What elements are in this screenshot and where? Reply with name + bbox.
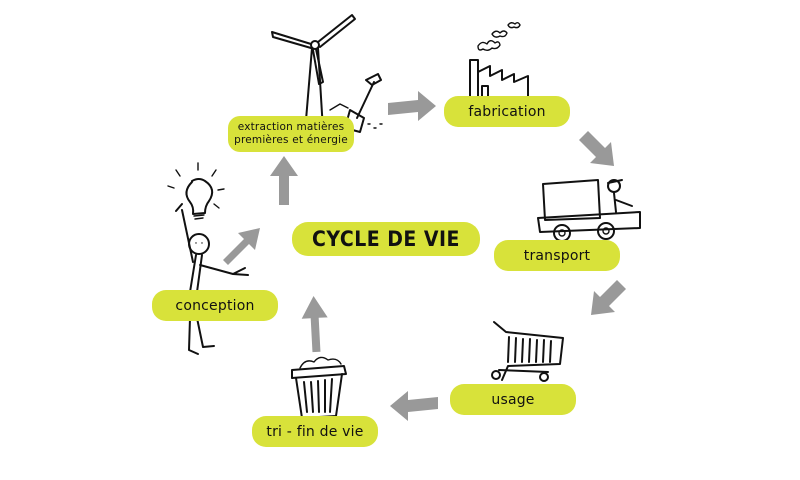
truck-icon xyxy=(537,179,641,242)
arrow-conception-to-extraction xyxy=(270,156,298,205)
wind-turbine-icon xyxy=(271,14,356,133)
arrow-transport-to-usage xyxy=(591,280,626,315)
factory-icon xyxy=(469,22,529,99)
arrow-fabrication-to-transport xyxy=(579,131,614,166)
step-label-fabrication: fabrication xyxy=(444,96,570,127)
stick-figure-icon xyxy=(175,203,249,355)
step-label-tri-text: tri - fin de vie xyxy=(266,423,364,440)
trash-bin-icon xyxy=(291,356,347,419)
step-label-usage: usage xyxy=(450,384,576,415)
step-label-conception-text: conception xyxy=(175,297,255,314)
step-label-extraction-line2: premières et énergie xyxy=(234,134,348,146)
step-label-conception: conception xyxy=(152,290,278,321)
diagram-title: CYCLE DE VIE xyxy=(292,222,480,256)
lightbulb-icon xyxy=(167,162,225,220)
step-label-fabrication-text: fabrication xyxy=(468,103,546,120)
arrow-usage-to-tri xyxy=(390,391,438,421)
arrow-tri-to-conception xyxy=(301,296,328,353)
shopping-cart-icon xyxy=(491,321,564,382)
step-label-usage-text: usage xyxy=(491,391,535,408)
arrow-figure-to-idea xyxy=(223,228,260,265)
step-label-transport: transport xyxy=(494,240,620,271)
arrow-extraction-to-fabrication xyxy=(388,91,436,121)
diagram-title-text: CYCLE DE VIE xyxy=(312,227,460,251)
step-label-tri: tri - fin de vie xyxy=(252,416,378,447)
step-label-extraction-line1: extraction matières xyxy=(237,121,345,133)
step-label-extraction: extraction matières premières et énergie xyxy=(228,116,354,152)
step-label-transport-text: transport xyxy=(523,247,591,264)
